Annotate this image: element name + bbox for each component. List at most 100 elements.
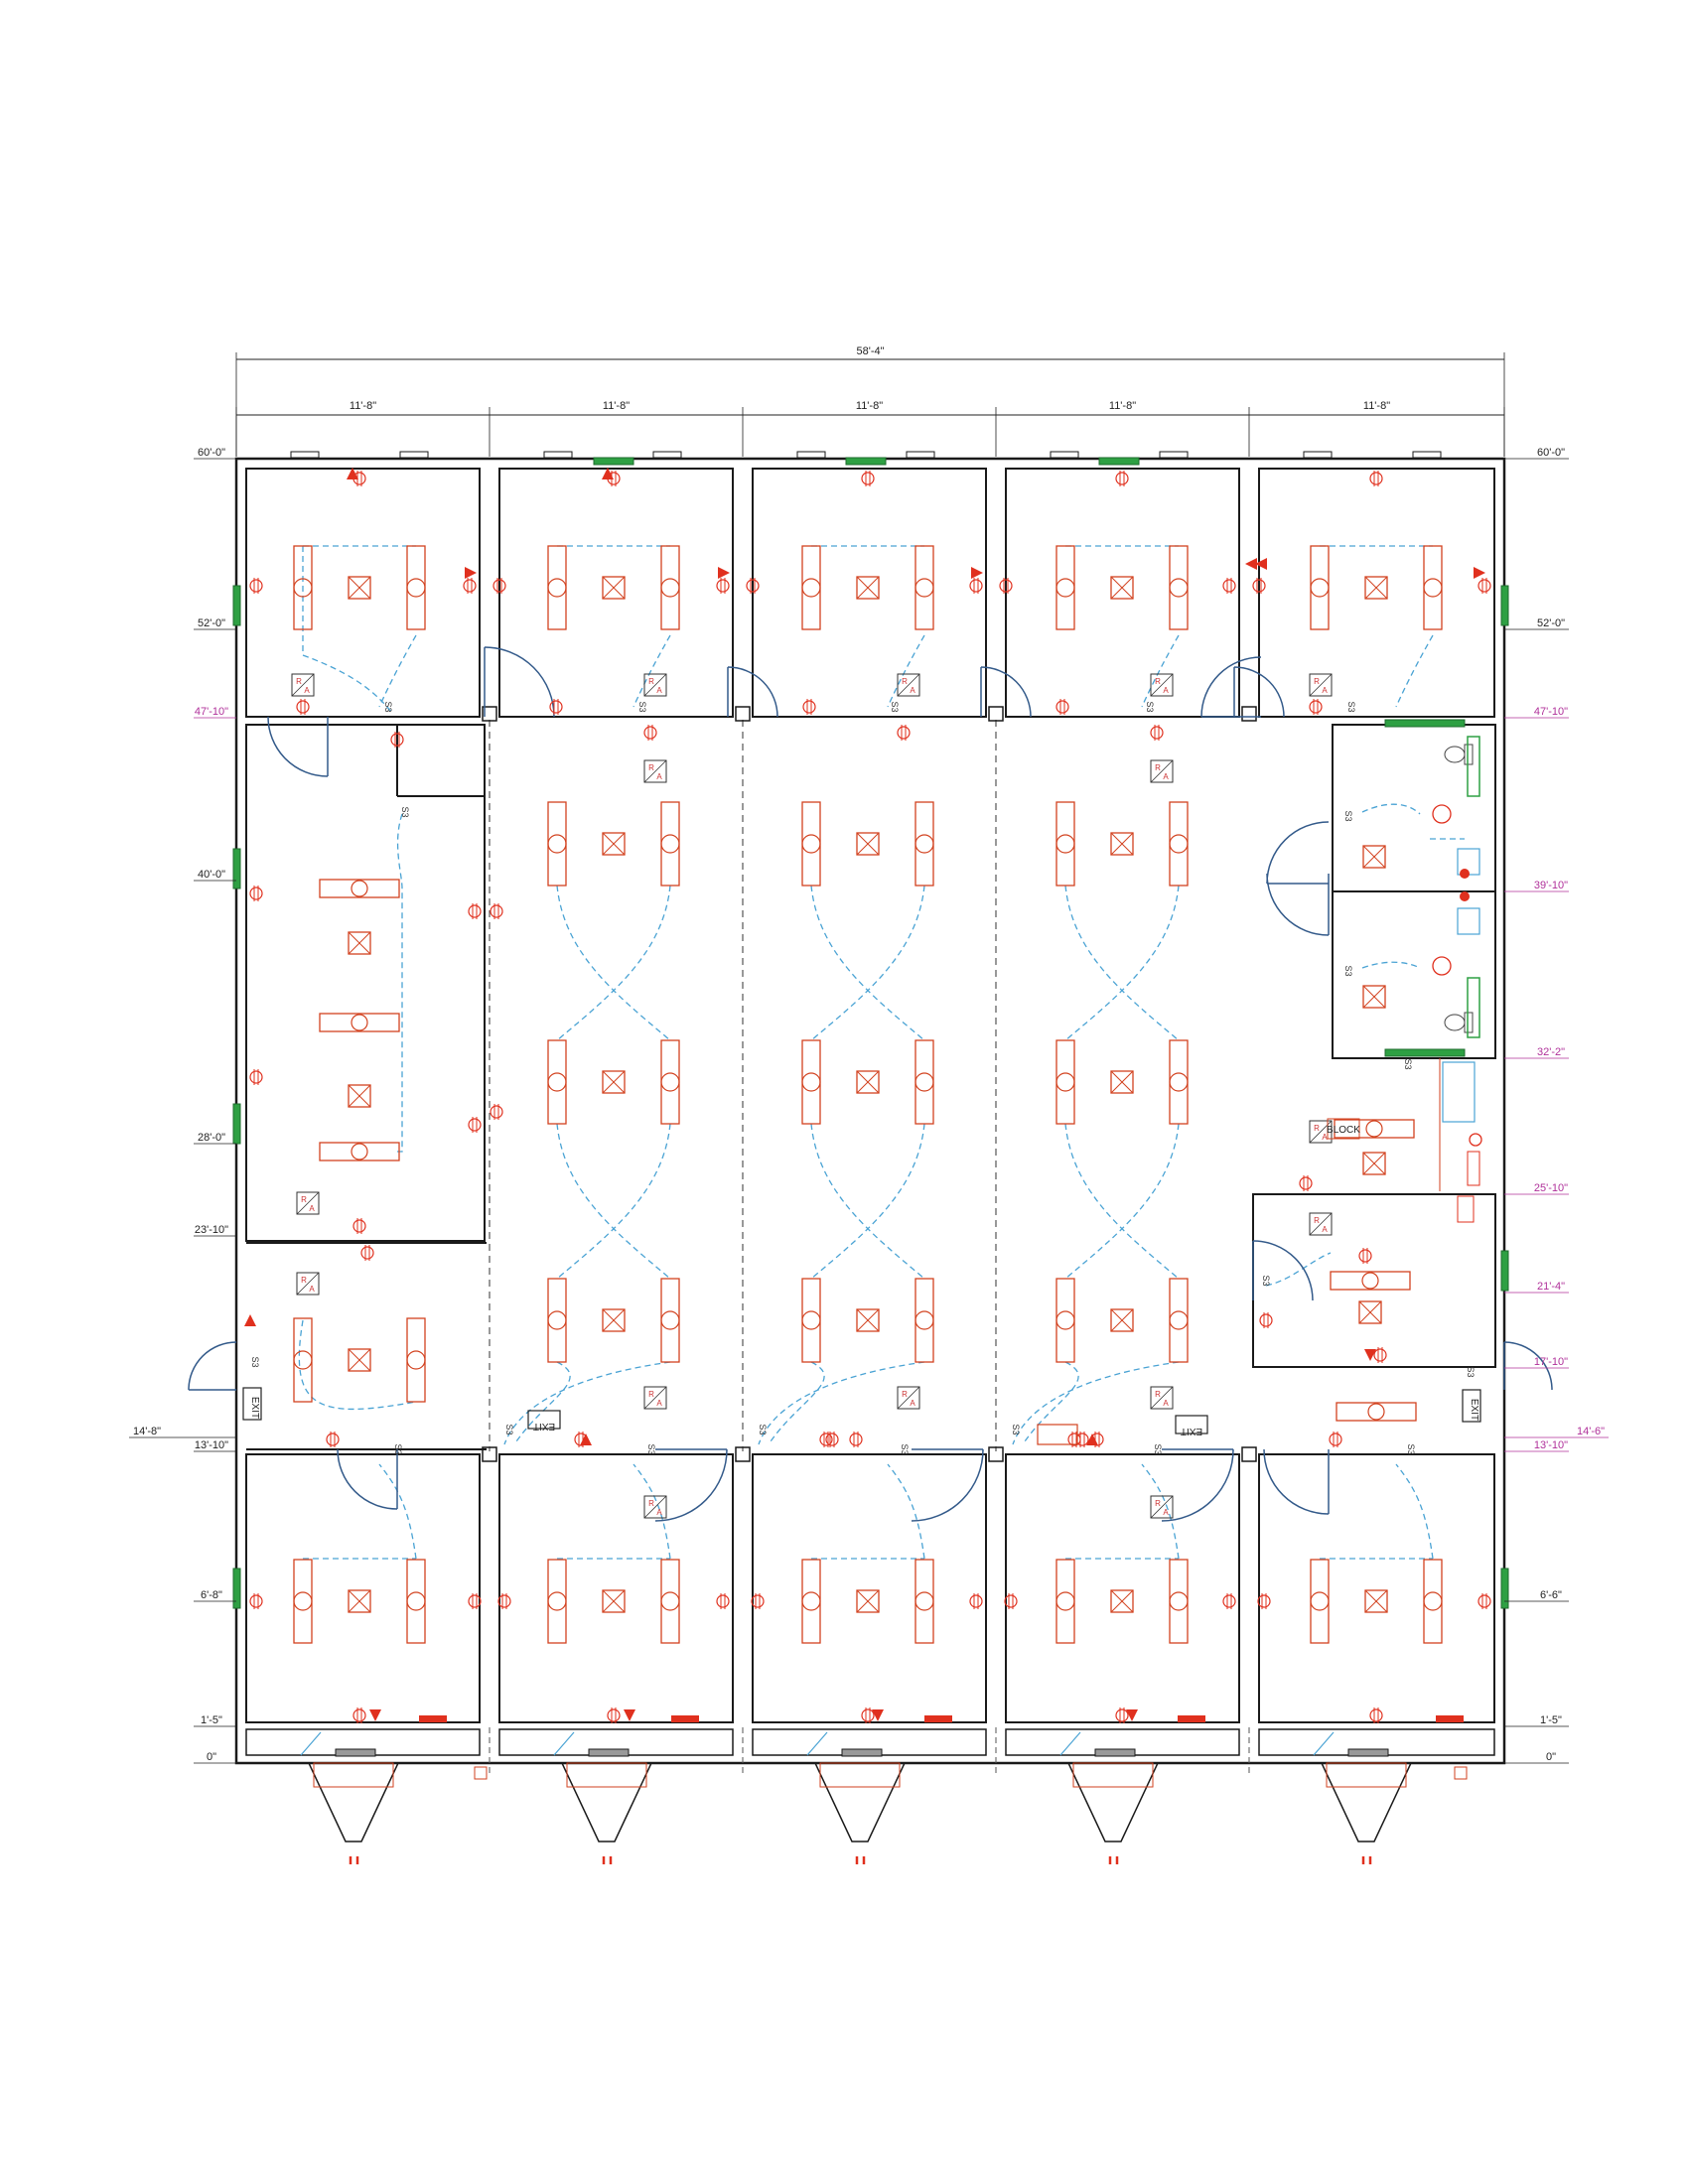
light-fixture <box>1169 1559 1189 1644</box>
hvac-diffuser <box>856 576 880 600</box>
wall-vent <box>335 1748 376 1757</box>
switch-label: S3 <box>393 1443 403 1454</box>
return-air-box <box>296 1272 320 1296</box>
hvac-diffuser <box>1362 1152 1386 1175</box>
data-outlet-icon <box>369 1709 381 1721</box>
door-swing <box>980 666 1032 718</box>
outlet-icon <box>1369 472 1383 485</box>
exit-sign-frame <box>527 1410 561 1430</box>
block-box <box>1327 1118 1360 1140</box>
return-air-box <box>291 673 315 697</box>
outlet-icon <box>1222 579 1236 593</box>
return-air-label: A <box>1163 1508 1169 1517</box>
hvac-diffuser <box>1362 985 1386 1009</box>
hvac-diffuser <box>1362 845 1386 869</box>
door-swing <box>727 666 778 718</box>
hvac-diffuser <box>348 1084 371 1108</box>
panel-strip <box>1178 1715 1205 1722</box>
elevation-label-left: 0" <box>207 1751 216 1763</box>
panel-strip <box>671 1715 699 1722</box>
window <box>593 457 634 466</box>
light-fixture <box>547 801 567 887</box>
window <box>232 1103 241 1145</box>
switch-label: S3 <box>1153 1443 1163 1454</box>
window <box>1500 1568 1509 1609</box>
outlet-icon <box>468 1118 482 1132</box>
counter-mark <box>1313 1731 1335 1756</box>
elevation-label-left: 52'-0" <box>198 617 225 629</box>
exit-sign-frame <box>1462 1389 1481 1423</box>
light-lamp <box>1055 578 1075 598</box>
hvac-diffuser <box>1358 1300 1382 1324</box>
circuit-run <box>1265 1252 1332 1287</box>
outlet-icon <box>1115 472 1129 485</box>
return-air-box <box>1150 759 1174 783</box>
light-fixture <box>660 1039 680 1125</box>
return-air-label: R <box>301 1276 307 1285</box>
elevation-label-right: 0" <box>1546 1751 1556 1763</box>
column <box>988 1446 1004 1462</box>
hvac-diffuser <box>1362 845 1386 869</box>
switch-label: S3 <box>400 806 410 817</box>
toilet-icon <box>1444 746 1466 763</box>
hvac-diffuser <box>1364 1589 1388 1613</box>
wall-vent <box>652 451 682 459</box>
switch-label: S3 <box>1011 1424 1021 1434</box>
hvac-diffuser <box>1110 832 1134 856</box>
wall-vent <box>588 1748 630 1757</box>
return-air-box <box>1309 673 1333 697</box>
exhaust-fan-icon <box>1432 804 1452 824</box>
column <box>1241 1446 1257 1462</box>
return-air-box <box>643 1495 667 1519</box>
hvac-diffuser <box>1364 576 1388 600</box>
light-lamp <box>914 1591 934 1611</box>
outlet-icon <box>1067 1433 1081 1446</box>
hvac-diffuser <box>1364 576 1388 600</box>
light-fixture <box>1169 1039 1189 1125</box>
elevation-label-right: 39'-10" <box>1534 880 1568 891</box>
door-swing <box>188 1341 237 1391</box>
light-fixture <box>1310 545 1330 630</box>
block-label: BLOCK <box>1327 1125 1360 1136</box>
outlet-icon <box>802 700 816 714</box>
window <box>232 585 241 626</box>
light-fixture <box>801 1039 821 1125</box>
circuit-run <box>768 1361 825 1445</box>
toilet-icon <box>1444 1014 1466 1031</box>
return-air-box <box>1150 1386 1174 1410</box>
meter-icon <box>474 1766 488 1780</box>
office-wall <box>1258 468 1495 718</box>
outlet-icon <box>716 1594 730 1608</box>
hvac-diffuser <box>602 832 626 856</box>
return-air-box <box>296 1272 320 1296</box>
light-fixture <box>547 545 567 630</box>
exit-sign-frame <box>242 1387 262 1421</box>
light-fixture <box>914 1559 934 1644</box>
door-swing <box>911 1448 984 1522</box>
return-air-box <box>897 1386 920 1410</box>
light-lamp <box>351 880 368 897</box>
return-air-label: A <box>1163 1399 1169 1408</box>
hvac-diffuser <box>602 1308 626 1332</box>
return-air-label: A <box>1163 772 1169 781</box>
outlet-icon <box>969 1594 983 1608</box>
hvac-diffuser <box>602 1070 626 1094</box>
circuit-run <box>887 1463 925 1560</box>
hvac-diffuser <box>856 832 880 856</box>
hvac-diffuser <box>1362 985 1386 1009</box>
outlet-icon <box>897 726 911 740</box>
return-air-label: A <box>656 772 662 781</box>
outlet-icon <box>861 1708 875 1722</box>
outlet-icon <box>1257 1594 1271 1608</box>
data-outlet-icon <box>1474 567 1485 579</box>
office-wall <box>1258 1453 1495 1723</box>
outlet-icon <box>360 1246 374 1260</box>
circuit-run <box>1395 634 1434 708</box>
switch-label: S3 <box>900 1443 910 1454</box>
return-air-box <box>1150 673 1174 697</box>
light-fixture <box>1334 1119 1415 1139</box>
return-air-label: A <box>656 1399 662 1408</box>
light-lamp <box>1055 1072 1075 1092</box>
light-lamp <box>1423 578 1443 598</box>
light-fixture <box>1055 1278 1075 1363</box>
